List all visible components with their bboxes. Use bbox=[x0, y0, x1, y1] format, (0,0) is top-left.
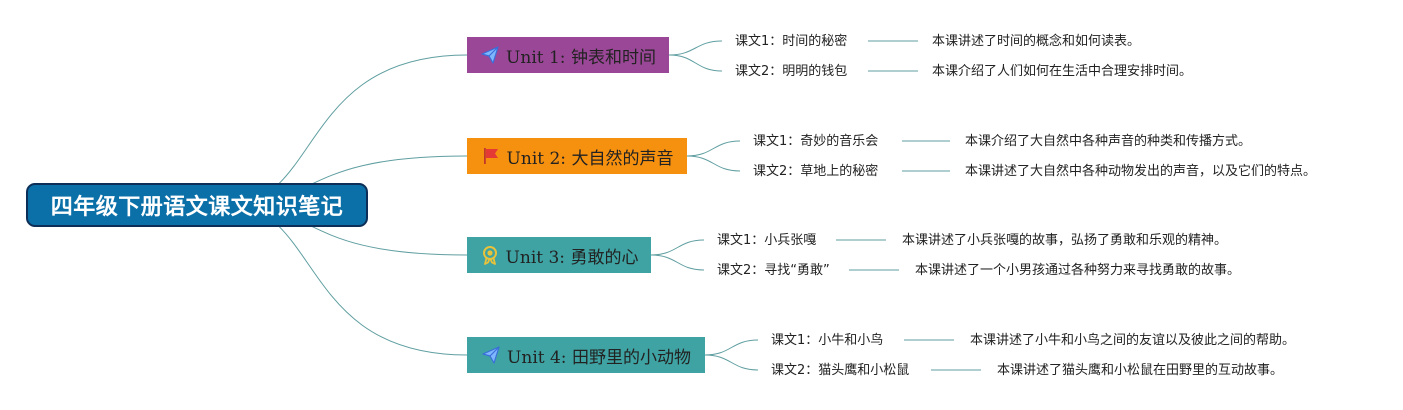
unit-2-to-lesson-1-line bbox=[686, 140, 741, 157]
unit-1-to-lesson-2-line bbox=[668, 54, 723, 72]
root-topic-label: 四年级下册语文课文知识笔记 bbox=[50, 195, 344, 220]
unit-2-lesson-1[interactable]: 课文1：奇妙的音乐会 bbox=[753, 134, 879, 149]
unit-3-lesson-1[interactable]: 课文1：小兵张嘎 bbox=[717, 233, 817, 248]
medal-icon bbox=[480, 245, 500, 265]
unit-2-topic[interactable]: Unit 2: 大自然的声音 bbox=[467, 138, 687, 174]
unit-4-lesson-2[interactable]: 课文2：猫头鹰和小松鼠 bbox=[771, 363, 910, 378]
unit-1-lesson-2-note[interactable]: 本课介绍了人们如何在生活中合理安排时间。 bbox=[932, 64, 1193, 79]
unit-2-lesson-1-note[interactable]: 本课介绍了大自然中各种声音的种类和传播方式。 bbox=[965, 134, 1252, 149]
unit-3-to-lesson-1-line bbox=[650, 239, 705, 256]
paper-plane-icon bbox=[480, 45, 500, 65]
unit-4-lesson-1-note[interactable]: 本课讲述了小牛和小鸟之间的友谊以及彼此之间的帮助。 bbox=[970, 333, 1296, 348]
unit-1-lesson-1-note[interactable]: 本课讲述了时间的概念和如何读表。 bbox=[932, 34, 1141, 49]
unit-4-to-lesson-1-line bbox=[704, 339, 759, 356]
unit-1-title: Unit 1: 钟表和时间 bbox=[506, 47, 656, 68]
unit-1-lesson-2[interactable]: 课文2：明明的钱包 bbox=[735, 64, 848, 79]
unit-2-to-lesson-2-line bbox=[686, 155, 741, 172]
unit-3-title: Unit 3: 勇敢的心 bbox=[505, 247, 639, 268]
unit-3-lesson-1-note[interactable]: 本课讲述了小兵张嘎的故事，弘扬了勇敢和乐观的精神。 bbox=[902, 233, 1228, 248]
unit-4-lesson-2-note[interactable]: 本课讲述了猫头鹰和小松鼠在田野里的互动故事。 bbox=[997, 363, 1284, 378]
unit-2-title: Unit 2: 大自然的声音 bbox=[506, 148, 674, 169]
red-flag-icon bbox=[481, 146, 501, 166]
unit-1-to-lesson-1-line bbox=[668, 40, 723, 56]
unit-3-lesson-2[interactable]: 课文2：寻找“勇敢” bbox=[717, 263, 830, 278]
unit-2-lesson-2[interactable]: 课文2：草地上的秘密 bbox=[753, 164, 879, 179]
unit-3-topic[interactable]: Unit 3: 勇敢的心 bbox=[467, 237, 651, 273]
unit-4-lesson-1[interactable]: 课文1：小牛和小鸟 bbox=[771, 333, 884, 348]
unit-1-lesson-1[interactable]: 课文1：时间的秘密 bbox=[735, 34, 848, 49]
unit-1-topic[interactable]: Unit 1: 钟表和时间 bbox=[467, 37, 669, 73]
paper-plane-icon bbox=[481, 345, 501, 365]
unit-3-lesson-2-note[interactable]: 本课讲述了一个小男孩通过各种努力来寻找勇敢的故事。 bbox=[915, 263, 1241, 278]
unit-3-to-lesson-2-line bbox=[650, 254, 705, 271]
unit-4-title: Unit 4: 田野里的小动物 bbox=[507, 347, 691, 368]
root-to-unit-4-line bbox=[239, 204, 468, 356]
unit-2-lesson-2-note[interactable]: 本课讲述了大自然中各种动物发出的声音，以及它们的特点。 bbox=[965, 164, 1317, 179]
unit-4-topic[interactable]: Unit 4: 田野里的小动物 bbox=[467, 337, 705, 373]
unit-4-to-lesson-2-line bbox=[704, 354, 759, 371]
root-topic[interactable]: 四年级下册语文课文知识笔记 bbox=[26, 183, 368, 227]
